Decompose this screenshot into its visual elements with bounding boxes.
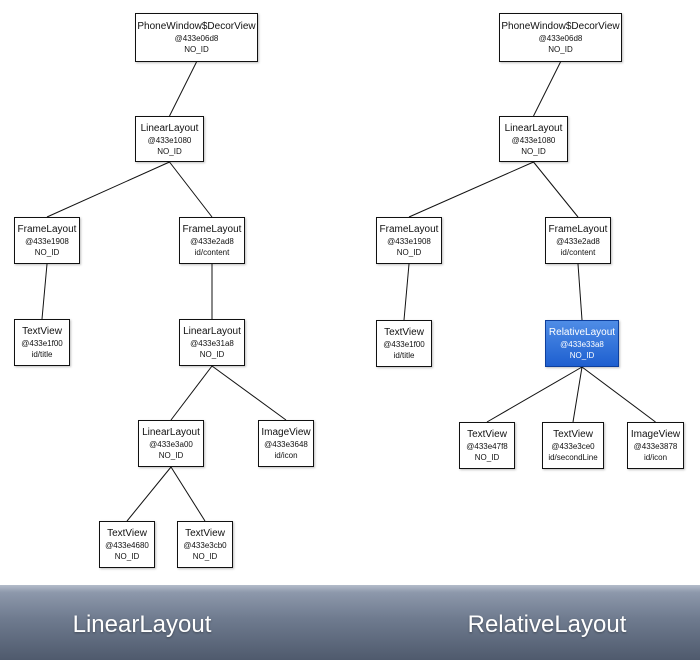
node-hash: @433e4680 (105, 541, 149, 550)
node-l-linearlayout[interactable]: LinearLayout @433e1080 NO_ID (135, 116, 204, 162)
node-title: FrameLayout (17, 224, 77, 235)
node-title: TextView (107, 528, 147, 539)
caption-linearlayout: LinearLayout (72, 611, 212, 638)
edge-r_relative-r_textview_b (572, 366, 583, 423)
node-r-framelayout-1[interactable]: FrameLayout @433e1908 NO_ID (376, 217, 442, 264)
edge-r_frame1-r_textview_title (403, 263, 410, 321)
node-id: id/content (560, 248, 596, 257)
edge-l_frame1-l_textview_title (41, 263, 48, 320)
node-id: NO_ID (157, 146, 182, 156)
node-r-relativelayout-selected[interactable]: RelativeLayout @433e33a8 NO_ID (545, 320, 619, 367)
node-hash: @433e3878 (633, 442, 678, 451)
node-id: NO_ID (158, 451, 184, 460)
edge-r_linear-r_frame2 (533, 161, 579, 218)
node-title: FrameLayout (379, 224, 439, 235)
edge-l_decor-l_linear (169, 61, 197, 117)
node-r-imageview[interactable]: ImageView @433e3878 id/icon (627, 422, 684, 469)
node-r-framelayout-2[interactable]: FrameLayout @433e2ad8 id/content (545, 217, 611, 264)
node-id: id/title (31, 350, 53, 359)
edge-r_decor-r_linear (533, 61, 561, 117)
node-title: LinearLayout (504, 122, 563, 134)
node-hash: @433e33a8 (560, 340, 604, 349)
node-title: LinearLayout (142, 427, 200, 438)
node-hash: @433e06d8 (538, 34, 583, 43)
node-id: NO_ID (569, 351, 595, 360)
edge-l_linear2-l_linear3 (170, 365, 213, 421)
node-id: NO_ID (34, 248, 60, 257)
node-l-textview-a[interactable]: TextView @433e4680 NO_ID (99, 521, 155, 568)
node-id: id/icon (643, 453, 668, 462)
node-hash: @433e1080 (511, 135, 556, 145)
hierarchy-diagram: PhoneWindow$DecorView @433e06d8 NO_ID Li… (14, 13, 684, 568)
node-r-textview-b[interactable]: TextView @433e3ce0 id/secondLine (542, 422, 604, 469)
node-id: NO_ID (396, 248, 422, 257)
node-hash: @433e2ad8 (190, 237, 234, 246)
caption-relativelayout: RelativeLayout (467, 611, 627, 638)
node-title: ImageView (261, 427, 311, 438)
node-r-decorview[interactable]: PhoneWindow$DecorView @433e06d8 NO_ID (499, 13, 622, 62)
node-title: FrameLayout (182, 224, 242, 235)
node-title: FrameLayout (548, 224, 608, 235)
node-hash: @433e3a00 (149, 440, 193, 449)
node-hash: @433e1908 (387, 237, 431, 246)
edge-l_linear-l_frame2 (169, 161, 213, 218)
node-title: TextView (384, 327, 424, 338)
node-r-linearlayout[interactable]: LinearLayout @433e1080 NO_ID (499, 116, 568, 162)
node-hash: @433e3ce0 (551, 442, 595, 451)
node-hash: @433e06d8 (174, 34, 219, 43)
node-id: NO_ID (548, 45, 573, 54)
node-hash: @433e3cb0 (183, 541, 227, 550)
node-l-linearlayout-3[interactable]: LinearLayout @433e3a00 NO_ID (138, 420, 204, 467)
node-title: LinearLayout (183, 326, 241, 337)
edge-r_frame2-r_relative (577, 263, 583, 321)
node-l-framelayout-2[interactable]: FrameLayout @433e2ad8 id/content (179, 217, 245, 264)
node-id: NO_ID (521, 146, 546, 156)
node-hash: @433e2ad8 (556, 237, 600, 246)
edge-l_linear3-l_textview_a (126, 466, 172, 522)
node-l-framelayout-1[interactable]: FrameLayout @433e1908 NO_ID (14, 217, 80, 264)
node-id: NO_ID (199, 350, 225, 359)
node-id: id/title (393, 351, 415, 360)
edge-r_linear-r_frame1 (408, 161, 534, 218)
node-r-textview-title[interactable]: TextView @433e1f00 id/title (376, 320, 432, 367)
node-title: TextView (22, 326, 62, 337)
node-title: TextView (467, 429, 507, 440)
node-id: NO_ID (474, 453, 500, 462)
node-hash: @433e47f8 (466, 442, 508, 451)
edge-l_linear-l_frame1 (46, 161, 170, 218)
edge-r_relative-r_textview_a (486, 366, 583, 423)
node-title: ImageView (630, 429, 681, 440)
node-hash: @433e1f00 (383, 340, 425, 349)
node-id: NO_ID (114, 552, 140, 561)
node-title: LinearLayout (140, 122, 199, 134)
node-hash: @433e1f00 (21, 339, 63, 348)
node-hash: @433e1080 (147, 135, 192, 145)
edge-l_linear3-l_textview_b (170, 466, 206, 522)
node-l-linearlayout-2[interactable]: LinearLayout @433e31a8 NO_ID (179, 319, 245, 366)
node-hash: @433e31a8 (190, 339, 234, 348)
node-l-imageview[interactable]: ImageView @433e3648 id/icon (258, 420, 314, 467)
node-title: PhoneWindow$DecorView (501, 21, 620, 32)
node-r-textview-a[interactable]: TextView @433e47f8 NO_ID (459, 422, 515, 469)
node-title: PhoneWindow$DecorView (137, 21, 256, 32)
node-title: RelativeLayout (548, 327, 616, 338)
node-id: id/icon (274, 451, 298, 460)
node-id: NO_ID (192, 552, 218, 561)
node-l-decorview[interactable]: PhoneWindow$DecorView @433e06d8 NO_ID (135, 13, 258, 62)
edge-layer (41, 61, 656, 522)
node-title: TextView (185, 528, 225, 539)
edge-r_relative-r_imageview (581, 366, 656, 423)
node-id: id/content (194, 248, 230, 257)
caption-bar: LinearLayout RelativeLayout (0, 585, 700, 660)
node-l-textview-b[interactable]: TextView @433e3cb0 NO_ID (177, 521, 233, 568)
node-l-textview-title[interactable]: TextView @433e1f00 id/title (14, 319, 70, 366)
node-hash: @433e1908 (25, 237, 69, 246)
edge-l_linear2-l_imageview (211, 365, 287, 421)
node-id: id/secondLine (548, 453, 598, 462)
node-id: NO_ID (184, 45, 209, 54)
node-hash: @433e3648 (264, 440, 308, 449)
node-title: TextView (553, 429, 593, 440)
